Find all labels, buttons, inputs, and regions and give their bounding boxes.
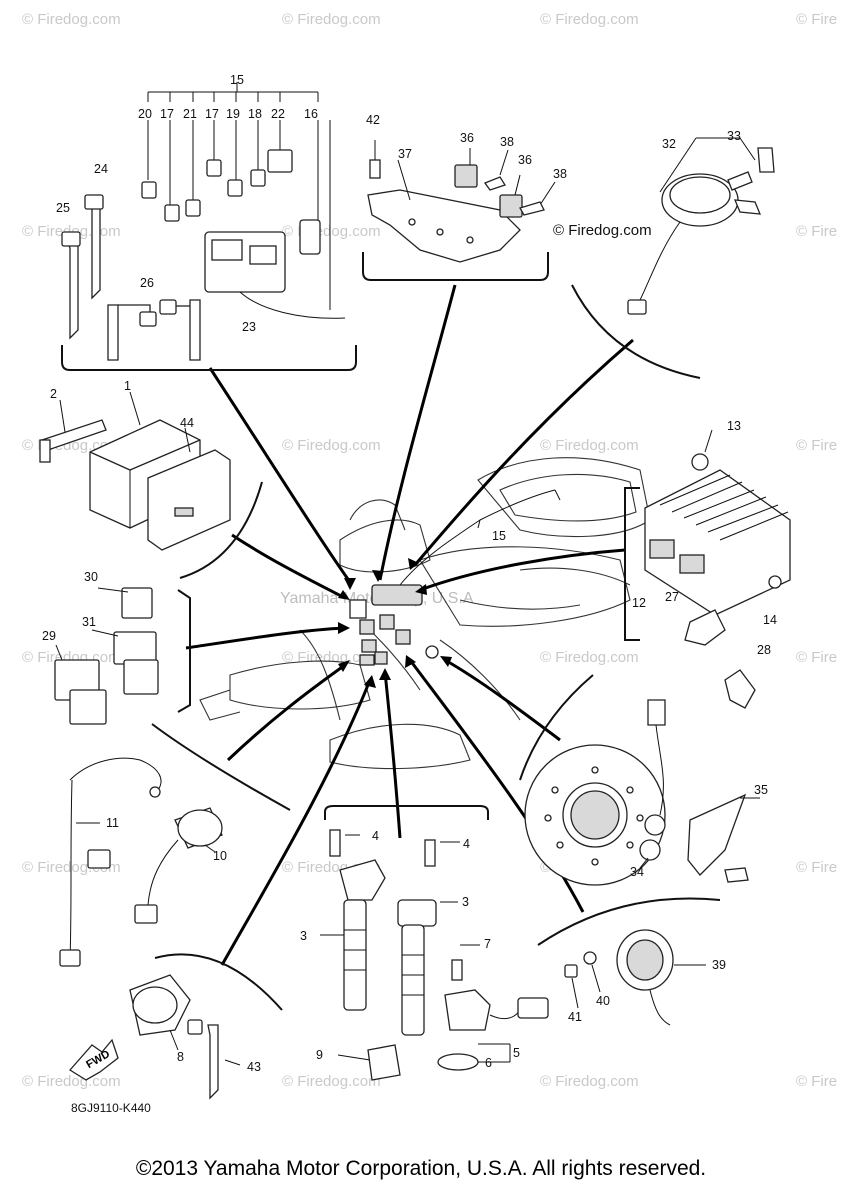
callout-20: 20: [138, 107, 152, 121]
watermark-text: © Firedog.com: [282, 223, 381, 240]
callout-36: 36: [460, 131, 474, 145]
callout-24: 24: [94, 162, 108, 176]
callout-38: 38: [500, 135, 514, 149]
callout-22: 22: [271, 107, 285, 121]
watermark-text: © Fire: [796, 1073, 837, 1090]
ignition-coil-group: [320, 829, 549, 1081]
callout-25: 25: [56, 201, 70, 215]
watermark-text: © Firedog.com: [282, 437, 381, 454]
group-brackets: [61, 252, 721, 1011]
watermark-text: © Firedog.com: [282, 1073, 381, 1090]
relay-bracket-group: [367, 140, 556, 263]
watermark-text: © Firedog.com: [540, 437, 639, 454]
callout-13: 13: [727, 419, 741, 433]
callout-10: 10: [213, 849, 227, 863]
callout-26: 26: [140, 276, 154, 290]
watermark-text: © Firedog.com: [540, 11, 639, 28]
callout-33: 33: [727, 129, 741, 143]
callout-19: 19: [226, 107, 240, 121]
callout-5: 5: [513, 1046, 520, 1060]
callout-21: 21: [183, 107, 197, 121]
callout-16: 16: [304, 107, 318, 121]
relay-group: [54, 587, 159, 725]
callout-43: 43: [247, 1060, 261, 1074]
callout-23: 23: [242, 320, 256, 334]
watermark-text: © Firedog.com: [282, 11, 381, 28]
callout-38: 38: [553, 167, 567, 181]
callout-4: 4: [463, 837, 470, 851]
callout-7: 7: [484, 937, 491, 951]
callout-35: 35: [754, 783, 768, 797]
callout-17: 17: [205, 107, 219, 121]
firedog-tag: © Firedog.com: [553, 222, 652, 239]
watermark-text: © Firedog.com: [22, 1073, 121, 1090]
callout-39: 39: [712, 958, 726, 972]
callout-18: 18: [248, 107, 262, 121]
fuse-box-group: [61, 82, 346, 361]
lower-left-group: FWD: [69, 974, 241, 1100]
watermark-text: © Firedog.com: [540, 1073, 639, 1090]
watermark-text: © Fire: [796, 223, 837, 240]
speed-sensor-group: [524, 699, 760, 886]
callout-29: 29: [42, 629, 56, 643]
sensor-harness-group: [59, 757, 223, 967]
copyright-footer: ©2013 Yamaha Motor Corporation, U.S.A. A…: [135, 1157, 707, 1180]
callout-3: 3: [462, 895, 469, 909]
rectifier-group: [644, 429, 791, 709]
horn-group: [564, 929, 706, 1026]
watermark-text: © Fire: [796, 859, 837, 876]
callout-9: 9: [316, 1048, 323, 1062]
callout-32: 32: [662, 137, 676, 151]
callout-4: 4: [372, 829, 379, 843]
callout-30: 30: [84, 570, 98, 584]
callout-27: 27: [665, 590, 679, 604]
callout-labels: 15 20 17 21 17 19 18 22 16 24 25 26 23 4…: [42, 73, 777, 1074]
callout-1: 1: [124, 379, 131, 393]
callout-37: 37: [398, 147, 412, 161]
callout-11: 11: [106, 816, 119, 830]
callout-2: 2: [50, 387, 57, 401]
callout-8: 8: [177, 1050, 184, 1064]
watermark-text: © Fire: [796, 649, 837, 666]
ignition-switch-group: [627, 137, 775, 315]
callout-15: 15: [492, 529, 506, 543]
diagram-code: 8GJ9110-K440: [71, 1101, 151, 1115]
callout-42: 42: [366, 113, 380, 127]
watermark-text: © Firedog.com: [22, 11, 121, 28]
callout-3: 3: [300, 929, 307, 943]
watermark-text: © Fire: [796, 11, 837, 28]
callout-41: 41: [568, 1010, 582, 1024]
callout-31: 31: [82, 615, 96, 629]
callout-40: 40: [596, 994, 610, 1008]
callout-15: 15: [230, 73, 244, 87]
vehicle-frame-outline: [199, 457, 651, 770]
callout-12: 12: [632, 596, 646, 610]
callout-44: 44: [180, 416, 194, 430]
ecu-group: [39, 391, 231, 551]
callout-6: 6: [485, 1056, 492, 1070]
callout-14: 14: [763, 613, 777, 627]
leader-lines: [185, 284, 634, 966]
watermark-text: © Fire: [796, 437, 837, 454]
watermark-text: © Firedog.com: [540, 649, 639, 666]
callout-17: 17: [160, 107, 174, 121]
fwd-arrow-icon: [69, 1038, 119, 1081]
callout-36: 36: [518, 153, 532, 167]
callout-28: 28: [757, 643, 771, 657]
callout-34: 34: [630, 865, 644, 879]
